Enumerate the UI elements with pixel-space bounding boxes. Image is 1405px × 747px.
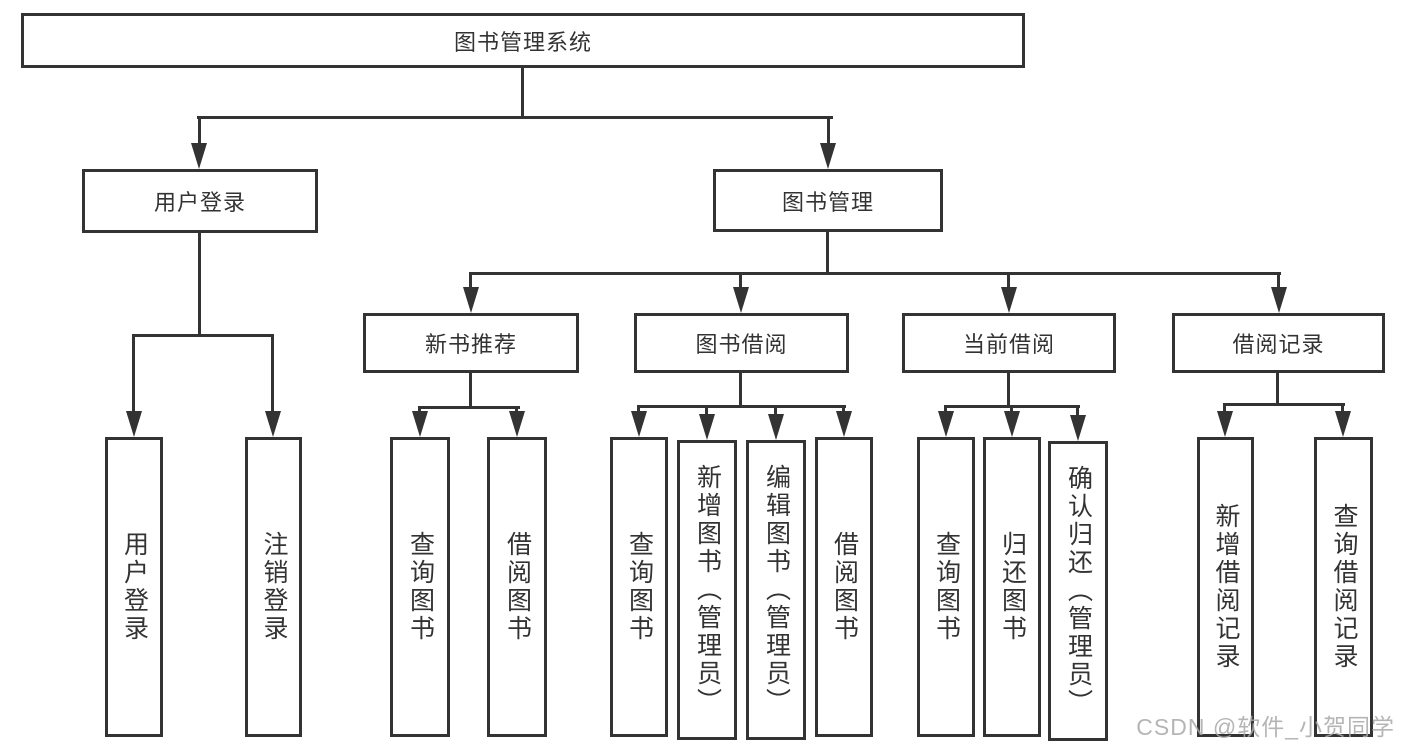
node-query-borrow-record: 查询借阅记录 [1314,437,1373,737]
node-current-borrow: 当前借阅 [902,313,1116,373]
connector-to-current-borrow [1007,272,1010,292]
arrowhead [1001,287,1017,313]
connector-to-return-book [1010,405,1013,416]
connector-to-query-book-c [944,405,947,416]
node-current-borrow-label: 当前借阅 [962,332,1055,357]
connector-user-login-split [132,334,274,337]
arrowhead [126,411,142,437]
node-borrow-book-recommend: 借阅图书 [487,437,547,737]
arrowhead [768,414,784,440]
node-logout-action-label: 注销登录 [260,531,288,643]
node-book-manage: 图书管理 [713,169,943,232]
node-user-login: 用户登录 [82,169,318,233]
node-user-login-label: 用户登录 [153,190,246,215]
node-query-borrow-record-label: 查询借阅记录 [1330,503,1358,671]
connector-to-borrow-record [1277,272,1280,292]
watermark: CSDN @软件_小贺同学 [1136,714,1395,740]
node-book-manage-label: 图书管理 [781,189,874,215]
connector-book-borrow-stem [739,373,742,407]
node-logout-action: 注销登录 [245,437,302,737]
arrowhead [509,411,525,437]
arrowhead [1217,411,1233,437]
node-query-book-recommend-label: 查询图书 [406,531,435,643]
node-new-book-recommend-label: 新书推荐 [424,332,517,357]
connector-book-manage-stem [826,232,829,274]
connector-borrow-record-split [1223,403,1345,406]
node-borrow-book-recommend-label: 借阅图书 [503,531,532,643]
connector-current-borrow-stem [1007,373,1010,407]
connector-to-book-borrow [739,272,742,292]
node-edit-book-admin-label: 编辑图书（管理员） [762,464,791,716]
connector-to-query-book-b [637,405,640,416]
connector-book-borrow-split [637,405,846,408]
connector-to-borrow-book-b [842,405,845,416]
node-return-book-label: 归还图书 [998,531,1027,643]
connector-to-edit-book [774,405,777,416]
node-confirm-return-admin: 确认归还（管理员） [1048,441,1108,741]
connector-root-split [197,116,833,119]
node-edit-book-admin: 编辑图书（管理员） [746,440,806,740]
arrowhead [820,143,836,169]
connector-to-logout [271,334,274,415]
node-add-book-admin: 新增图书（管理员） [677,440,737,740]
arrowhead [265,411,281,437]
node-login-action: 用户登录 [105,437,163,737]
arrowhead [733,287,749,313]
arrowhead [836,411,852,437]
connector-to-add-book [705,405,708,416]
node-add-borrow-record: 新增借阅记录 [1197,437,1254,737]
arrowhead [1271,287,1287,313]
connector-to-confirm-return [1076,405,1079,416]
arrowhead [1335,411,1351,437]
node-borrow-record: 借阅记录 [1172,313,1385,373]
connector-to-book-manage [827,116,830,150]
arrowhead [412,411,428,437]
node-query-book-current: 查询图书 [917,437,975,737]
node-new-book-recommend: 新书推荐 [363,313,579,373]
connector-to-new-book [469,272,472,292]
arrowhead [1070,415,1086,441]
connector-to-user-login [198,116,201,150]
connector-new-book-stem [469,373,472,408]
connector-to-add-record [1223,403,1226,415]
connector-new-book-split [418,406,520,409]
node-library-system-label: 图书管理系统 [453,29,592,55]
arrowhead [938,411,954,437]
node-login-action-label: 用户登录 [120,531,149,643]
node-add-book-admin-label: 新增图书（管理员） [693,464,722,716]
node-library-system: 图书管理系统 [21,13,1025,68]
connector-to-query-record [1341,403,1344,415]
connector-root-stem [521,68,524,118]
arrowhead [699,414,715,440]
node-query-book-recommend: 查询图书 [390,437,450,737]
node-borrow-book-action: 借阅图书 [815,437,873,737]
node-book-borrow: 图书借阅 [634,313,849,373]
arrowhead [631,411,647,437]
node-add-borrow-record-label: 新增借阅记录 [1212,503,1240,671]
connector-to-login [132,334,135,415]
node-query-book-borrow-label: 查询图书 [625,531,654,643]
node-borrow-book-action-label: 借阅图书 [830,531,859,643]
node-query-book-borrow: 查询图书 [610,437,668,737]
node-return-book: 归还图书 [983,437,1041,737]
node-query-book-current-label: 查询图书 [932,531,961,643]
node-confirm-return-admin-label: 确认归还（管理员） [1064,465,1093,717]
arrowhead [463,287,479,313]
connector-borrow-record-stem [1276,373,1279,405]
node-book-borrow-label: 图书借阅 [695,332,788,357]
arrowhead [1004,411,1020,437]
connector-book-manage-split [469,272,1281,275]
arrowhead [191,143,207,169]
connector-user-login-stem [198,233,201,336]
node-borrow-record-label: 借阅记录 [1232,332,1325,357]
